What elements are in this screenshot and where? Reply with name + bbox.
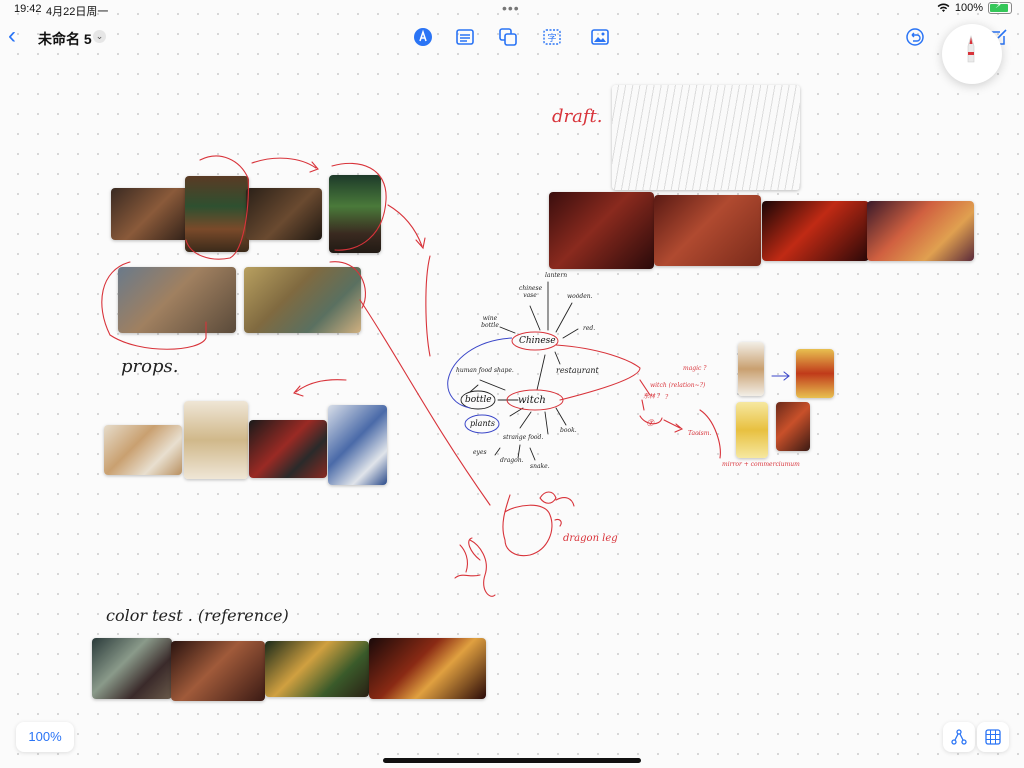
title-menu-chevron-icon[interactable]: ⌄ [93, 30, 106, 43]
note-question: ? [665, 394, 669, 401]
note-chinese-question: 东林 ? [643, 393, 661, 400]
color-test-image[interactable] [369, 638, 486, 699]
reference-image[interactable] [244, 267, 361, 333]
reference-image[interactable] [328, 405, 387, 485]
status-bar: 19:42 4月22日周一 ••• 100% ⚡ [0, 0, 1024, 18]
image-tool-icon[interactable] [589, 26, 611, 48]
mindmap-wine-bottle: wine bottle [481, 315, 499, 329]
status-right: 100% ⚡ [937, 0, 1012, 14]
text-box-icon[interactable] [454, 26, 476, 48]
status-date: 4月22日周一 [46, 6, 109, 18]
label-dragon-leg: dragon leg [563, 533, 618, 544]
multitask-dots-icon[interactable]: ••• [502, 0, 520, 16]
mindmap-book: book. [560, 427, 577, 434]
label-color-test: color test . (reference) [106, 606, 289, 625]
undo-icon[interactable] [904, 26, 926, 48]
reference-image[interactable] [249, 420, 327, 478]
battery-percent: 100% [954, 2, 983, 14]
mindmap-eyes: eyes [473, 449, 487, 456]
reference-image[interactable] [185, 176, 249, 252]
reference-image[interactable] [736, 402, 768, 458]
mindmap-human-food: human food shape. [456, 367, 514, 374]
mindmap-chinese-vase: chinese vase [519, 285, 543, 299]
note-number: ⑦ [646, 419, 655, 429]
pencil-tool-palette[interactable] [942, 24, 1002, 84]
note-taoism: Taoism. [688, 430, 712, 437]
reference-image[interactable] [118, 267, 236, 333]
note-magic: magic ? [683, 365, 707, 372]
reference-image[interactable] [776, 402, 810, 451]
status-time: 19:42 [14, 3, 42, 15]
reference-image[interactable] [738, 342, 764, 396]
pen-tool-icon[interactable] [412, 26, 434, 48]
reference-image[interactable] [867, 201, 974, 261]
wifi-icon [937, 3, 950, 12]
connectors-icon [951, 729, 967, 745]
mindmap-center: witch [518, 395, 546, 406]
reference-image[interactable] [246, 188, 322, 240]
mindmap-dragon: dragon. [500, 457, 524, 464]
back-chevron-icon[interactable]: ‹ [8, 22, 16, 49]
mindmap-lantern: lantern [545, 272, 568, 279]
grid-icon [985, 729, 1001, 745]
marker-icon[interactable] [942, 24, 1002, 84]
mindmap-bottle: bottle [465, 395, 492, 405]
board-title[interactable]: 未命名 5 [38, 31, 92, 47]
mindmap-chinese: Chinese [519, 336, 556, 346]
mindmap-wooden: wooden. [567, 293, 593, 300]
reference-image[interactable] [111, 188, 191, 240]
note-witch-relation: witch (relation~?) [650, 382, 706, 389]
battery-icon: ⚡ [988, 0, 1012, 14]
reference-image[interactable] [104, 425, 182, 475]
reference-image[interactable] [654, 195, 761, 266]
svg-text:字: 字 [547, 32, 556, 44]
label-draft: draft. [552, 106, 603, 127]
text-tool-icon[interactable]: 字 [541, 26, 563, 48]
sketch-image[interactable] [612, 85, 800, 190]
mindmap-strange-food: strange food. [503, 434, 544, 441]
label-props: props. [121, 356, 179, 377]
mindmap-red: red. [583, 325, 596, 332]
color-test-image[interactable] [92, 638, 172, 699]
mindmap-snake: snake. [530, 463, 550, 470]
color-test-image[interactable] [265, 641, 369, 697]
color-test-image[interactable] [171, 641, 265, 701]
home-indicator[interactable] [383, 758, 641, 763]
grid-button[interactable] [977, 722, 1009, 752]
reference-image[interactable] [184, 401, 248, 479]
navigator-button[interactable] [943, 722, 975, 752]
zoom-level-button[interactable]: 100% [16, 722, 74, 752]
reference-image[interactable] [762, 201, 869, 261]
mindmap-plants: plants [470, 419, 495, 428]
reference-image[interactable] [329, 175, 381, 253]
shapes-icon[interactable] [497, 26, 519, 48]
reference-image[interactable] [549, 192, 654, 269]
reference-image[interactable] [796, 349, 834, 398]
note-mirror: mirror + commerciumum [722, 461, 800, 468]
mindmap-restaurant: restaurant [556, 366, 599, 375]
